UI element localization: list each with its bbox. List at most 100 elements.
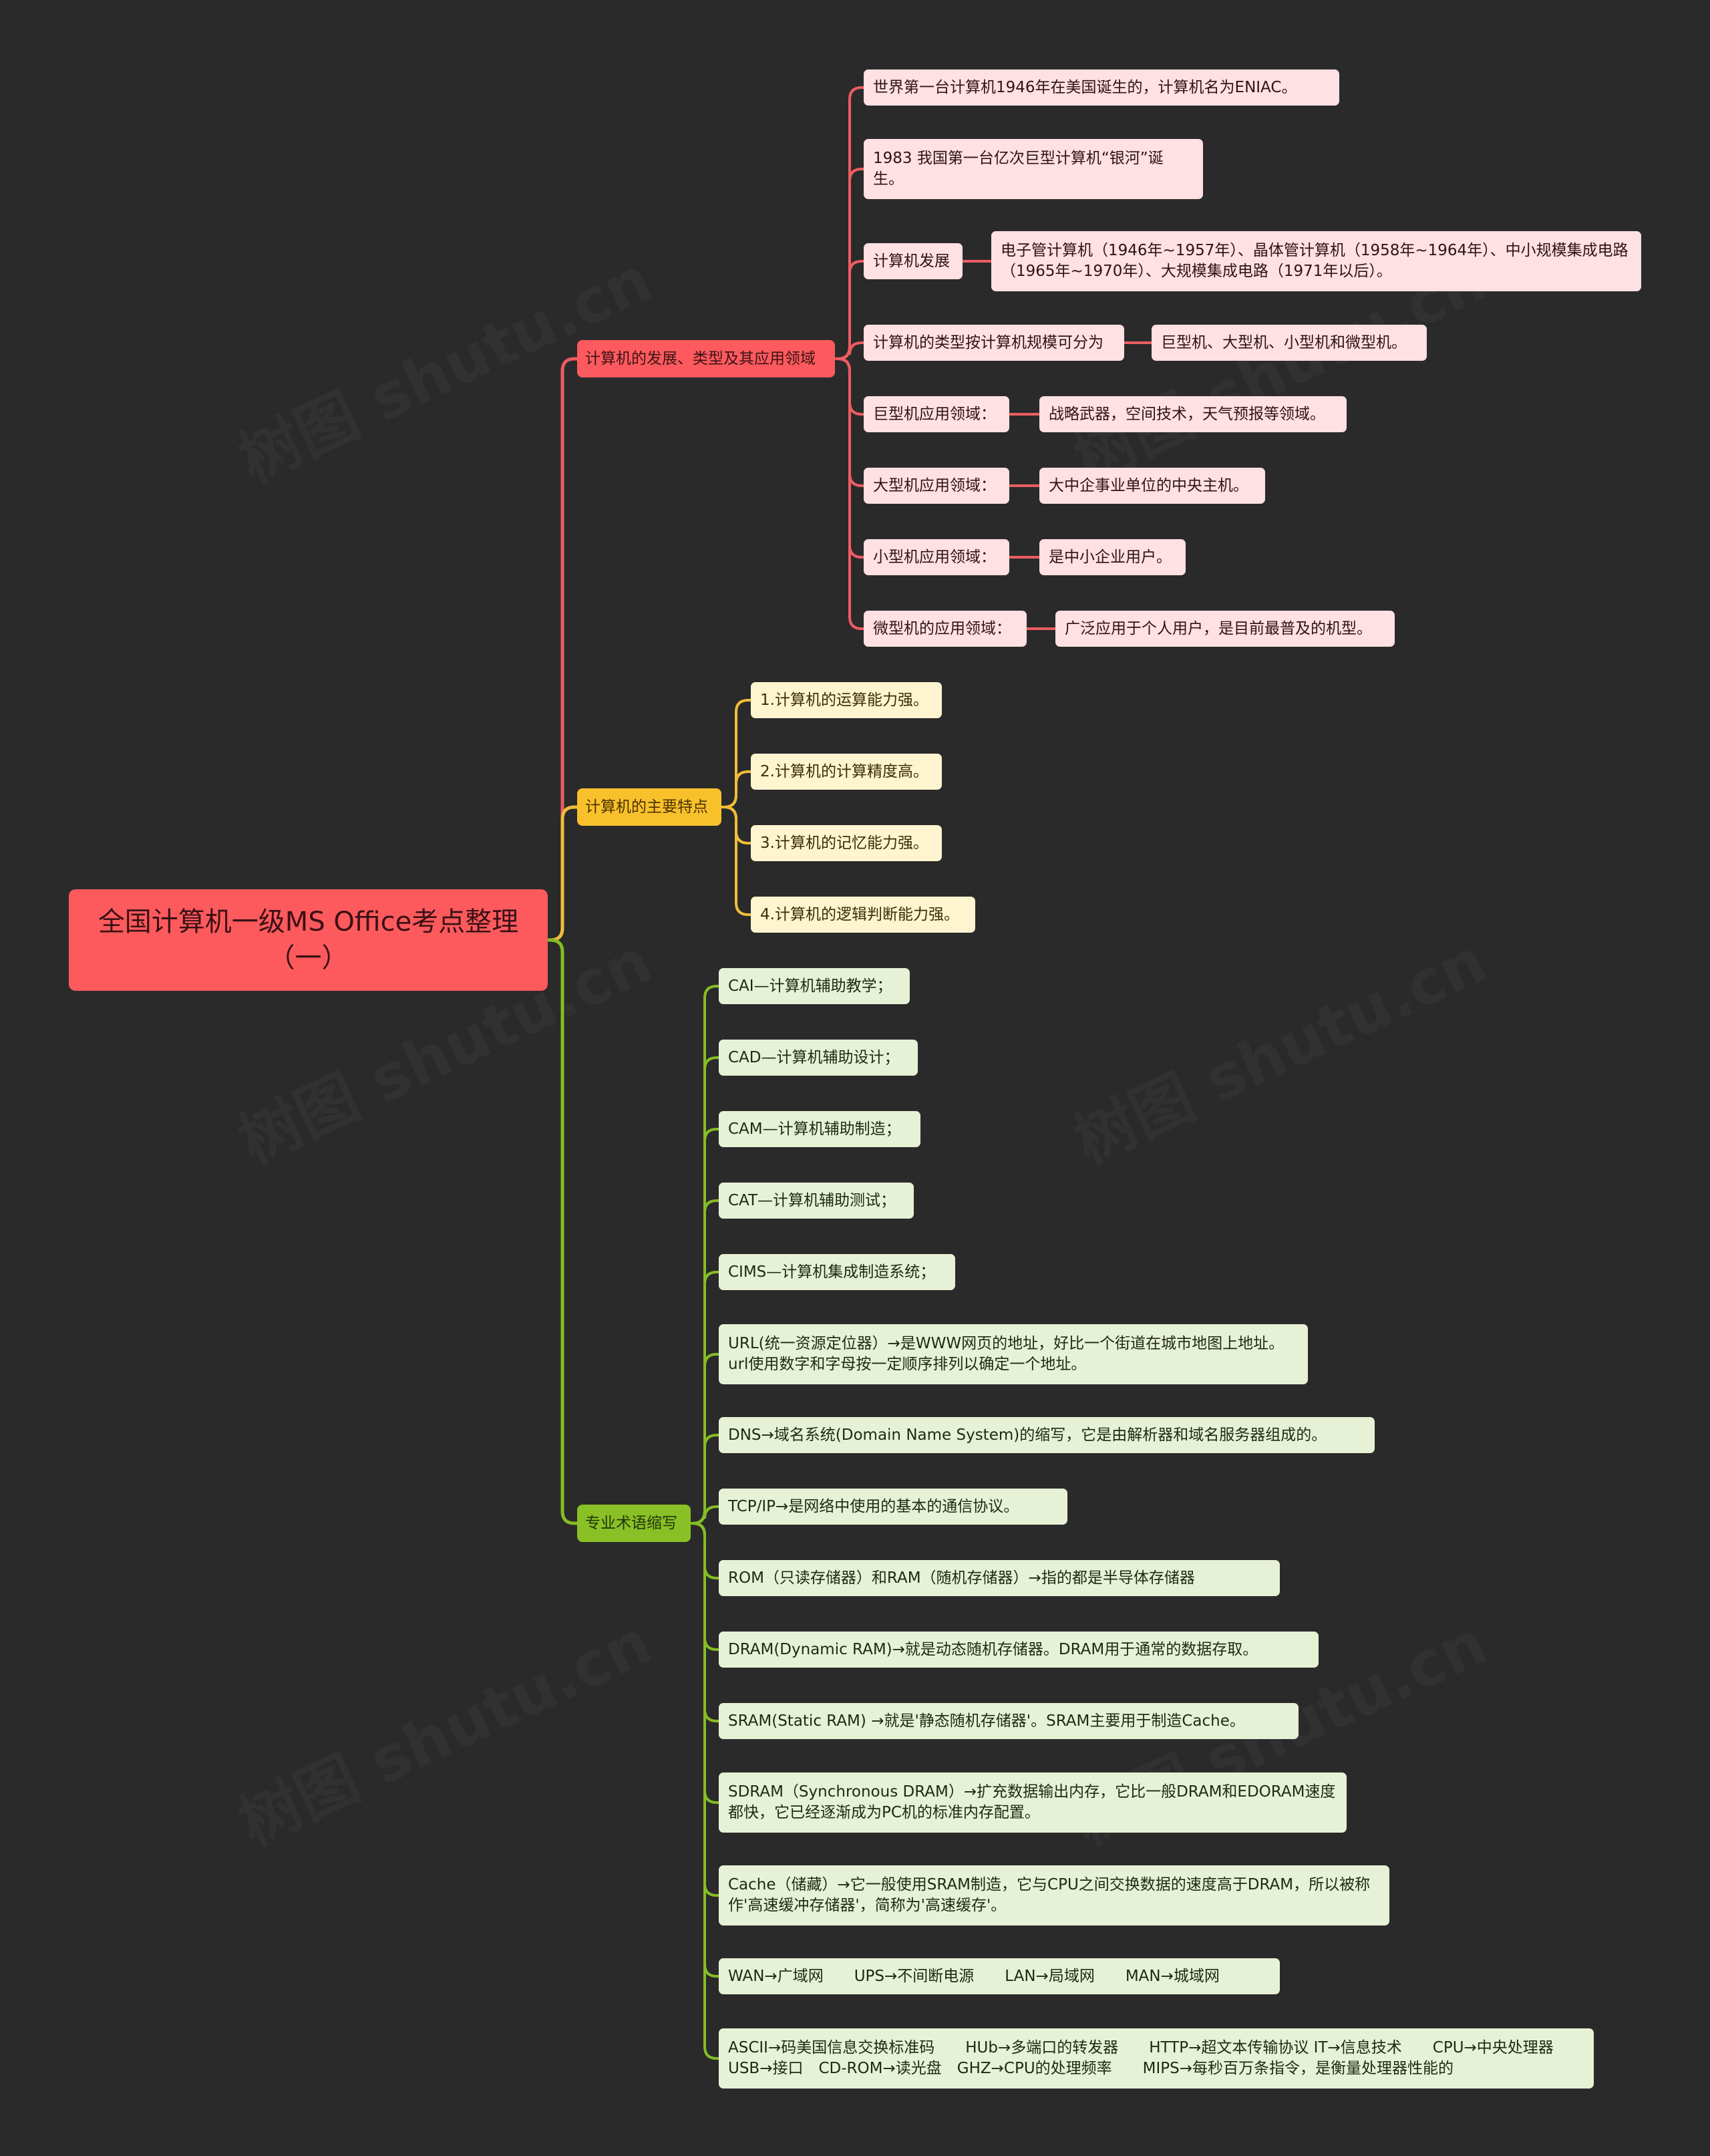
leaf-node[interactable]: 世界第一台计算机1946年在美国诞生的，计算机名为ENIAC。 (864, 69, 1339, 106)
connector-line (689, 1199, 720, 1525)
connector-line (689, 1353, 720, 1525)
leaf-node[interactable]: CAI—计算机辅助教学； (719, 968, 910, 1004)
connector-line (689, 1522, 720, 1651)
connector-line (834, 86, 865, 360)
leaf-node-child[interactable]: 电子管计算机（1946年~1957年）、晶体管计算机（1958年~1964年）、… (991, 231, 1641, 291)
leaf-node-child[interactable]: 大中企事业单位的中央主机。 (1039, 468, 1265, 504)
leaf-label: 1983 我国第一台亿次巨型计算机“银河”诞生。 (873, 150, 1164, 188)
connector-line (689, 1522, 720, 1579)
leaf-node[interactable]: SDRAM（Synchronous DRAM）→扩充数据输出内存，它比一般DRA… (719, 1773, 1347, 1833)
leaf-label: 4.计算机的逻辑判断能力强。 (760, 905, 959, 923)
leaf-node[interactable]: 大型机应用领域： (864, 468, 1009, 504)
leaf-label: 2.计算机的计算精度高。 (760, 762, 928, 780)
connector-line (834, 341, 865, 360)
leaf-label: 是中小企业用户。 (1049, 548, 1172, 566)
leaf-node[interactable]: 2.计算机的计算精度高。 (751, 754, 942, 790)
leaf-node[interactable]: CIMS—计算机集成制造系统； (719, 1254, 955, 1290)
branch-label: 计算机的发展、类型及其应用领域 (585, 349, 816, 367)
branch-node-terms[interactable]: 专业术语缩写 (577, 1505, 691, 1542)
leaf-node[interactable]: 3.计算机的记忆能力强。 (751, 825, 942, 861)
connector-line (834, 168, 865, 360)
connector-line (689, 1271, 720, 1525)
leaf-node[interactable]: 4.计算机的逻辑判断能力强。 (751, 897, 975, 933)
leaf-node[interactable]: URL(统一资源定位器）→是WWW网页的地址，好比一个街道在城市地图上地址。ur… (719, 1324, 1308, 1384)
leaf-node-child[interactable]: 是中小企业用户。 (1039, 539, 1186, 575)
leaf-node[interactable]: 微型机的应用领域： (864, 611, 1027, 647)
connector-line (720, 806, 752, 844)
connector-line (689, 1128, 720, 1525)
leaf-label: 电子管计算机（1946年~1957年）、晶体管计算机（1958年~1964年）、… (1001, 242, 1629, 280)
leaf-node[interactable]: 计算机的类型按计算机规模可分为 (864, 325, 1124, 361)
connector-line (689, 1522, 720, 2060)
connector-line (689, 1522, 720, 1897)
leaf-label: 世界第一台计算机1946年在美国诞生的，计算机名为ENIAC。 (873, 78, 1297, 96)
connector-line (720, 770, 752, 808)
leaf-label: SRAM(Static RAM) →就是'静态随机存储器'。SRAM主要用于制造… (728, 1712, 1245, 1730)
leaf-label: CAT—计算机辅助测试； (728, 1191, 896, 1209)
connector-line (720, 806, 752, 916)
watermark: 树图 shutu.cn (1057, 912, 1498, 1181)
leaf-label: CIMS—计算机集成制造系统； (728, 1263, 936, 1281)
branch-node-development[interactable]: 计算机的发展、类型及其应用领域 (577, 340, 835, 377)
leaf-label: 大中企事业单位的中央主机。 (1049, 476, 1248, 494)
leaf-label: 巨型机、大型机、小型机和微型机。 (1161, 333, 1407, 351)
connector-line (720, 699, 752, 808)
leaf-node-child[interactable]: 广泛应用于个人用户，是目前最普及的机型。 (1055, 611, 1395, 647)
leaf-node[interactable]: ASCII→码美国信息交换标准码 HUb→多端口的转发器 HTTP→超文本传输协… (719, 2028, 1594, 2089)
leaf-label: URL(统一资源定位器）→是WWW网页的地址，好比一个街道在城市地图上地址。ur… (728, 1335, 1285, 1373)
leaf-label: 3.计算机的记忆能力强。 (760, 834, 928, 852)
leaf-node[interactable]: CAT—计算机辅助测试； (719, 1183, 914, 1219)
leaf-label: 计算机的类型按计算机规模可分为 (873, 333, 1103, 351)
leaf-node[interactable]: 巨型机应用领域： (864, 396, 1009, 432)
connector-line (546, 938, 579, 1525)
leaf-label: CAI—计算机辅助教学； (728, 977, 892, 995)
leaf-label: ASCII→码美国信息交换标准码 HUb→多端口的转发器 HTTP→超文本传输协… (728, 2039, 1584, 2077)
leaf-node[interactable]: 1.计算机的运算能力强。 (751, 682, 942, 718)
branch-node-features[interactable]: 计算机的主要特点 (577, 788, 721, 826)
leaf-node-child[interactable]: 巨型机、大型机、小型机和微型机。 (1152, 325, 1427, 361)
connector-line (546, 805, 579, 942)
leaf-label: 战略武器，空间技术，天气预报等领域。 (1049, 405, 1325, 423)
branch-label: 计算机的主要特点 (585, 798, 708, 816)
leaf-label: 小型机应用领域： (873, 548, 996, 566)
leaf-node[interactable]: Cache（储藏）→它一般使用SRAM制造，它与CPU之间交换数据的速度高于DR… (719, 1865, 1389, 1926)
leaf-node[interactable]: 小型机应用领域： (864, 539, 1009, 575)
leaf-label: 1.计算机的运算能力强。 (760, 691, 928, 709)
leaf-node[interactable]: WAN→广域网 UPS→不间断电源 LAN→局域网 MAN→城域网 (719, 1958, 1280, 1994)
connector-line (689, 1522, 720, 1978)
connector-line (834, 357, 865, 416)
connector-line (689, 1505, 720, 1525)
root-title: 全国计算机一级MS Office考点整理（一） (98, 907, 519, 973)
connector-line (834, 260, 865, 360)
leaf-label: 计算机发展 (873, 252, 950, 270)
connector-line (834, 357, 865, 630)
leaf-node[interactable]: ROM（只读存储器）和RAM（随机存储器）→指的都是半导体存储器 (719, 1560, 1280, 1596)
root-node[interactable]: 全国计算机一级MS Office考点整理（一） (69, 889, 548, 991)
leaf-label: DNS→域名系统(Domain Name System)的缩写，它是由解析器和域… (728, 1426, 1327, 1444)
connector-line (689, 985, 720, 1525)
watermark: 树图 shutu.cn (222, 1593, 663, 1862)
leaf-node[interactable]: 1983 我国第一台亿次巨型计算机“银河”诞生。 (864, 139, 1203, 199)
leaf-node[interactable]: TCP/IP→是网络中使用的基本的通信协议。 (719, 1489, 1067, 1525)
leaf-node-child[interactable]: 战略武器，空间技术，天气预报等领域。 (1039, 396, 1347, 432)
leaf-label: TCP/IP→是网络中使用的基本的通信协议。 (728, 1497, 1019, 1515)
connector-line (689, 1056, 720, 1525)
leaf-label: CAM—计算机辅助制造； (728, 1120, 901, 1138)
leaf-label: 微型机的应用领域： (873, 619, 1011, 637)
leaf-label: ROM（只读存储器）和RAM（随机存储器）→指的都是半导体存储器 (728, 1569, 1195, 1587)
leaf-node[interactable]: SRAM(Static RAM) →就是'静态随机存储器'。SRAM主要用于制造… (719, 1703, 1299, 1739)
connector-line (689, 1522, 720, 1804)
leaf-label: 大型机应用领域： (873, 476, 996, 494)
connector-line (834, 357, 865, 559)
leaf-node[interactable]: 计算机发展 (864, 243, 963, 279)
leaf-node[interactable]: CAD—计算机辅助设计； (719, 1040, 918, 1076)
leaf-node[interactable]: CAM—计算机辅助制造； (719, 1111, 920, 1147)
leaf-node[interactable]: DNS→域名系统(Domain Name System)的缩写，它是由解析器和域… (719, 1417, 1375, 1453)
leaf-label: SDRAM（Synchronous DRAM）→扩充数据输出内存，它比一般DRA… (728, 1783, 1336, 1821)
connector-line (834, 357, 865, 487)
connector-line (689, 1522, 720, 1722)
leaf-label: WAN→广域网 UPS→不间断电源 LAN→局域网 MAN→城域网 (728, 1967, 1220, 1985)
connector-line (546, 357, 579, 942)
leaf-label: 广泛应用于个人用户，是目前最普及的机型。 (1065, 619, 1372, 637)
leaf-node[interactable]: DRAM(Dynamic RAM)→就是动态随机存储器。DRAM用于通常的数据存… (719, 1632, 1319, 1668)
